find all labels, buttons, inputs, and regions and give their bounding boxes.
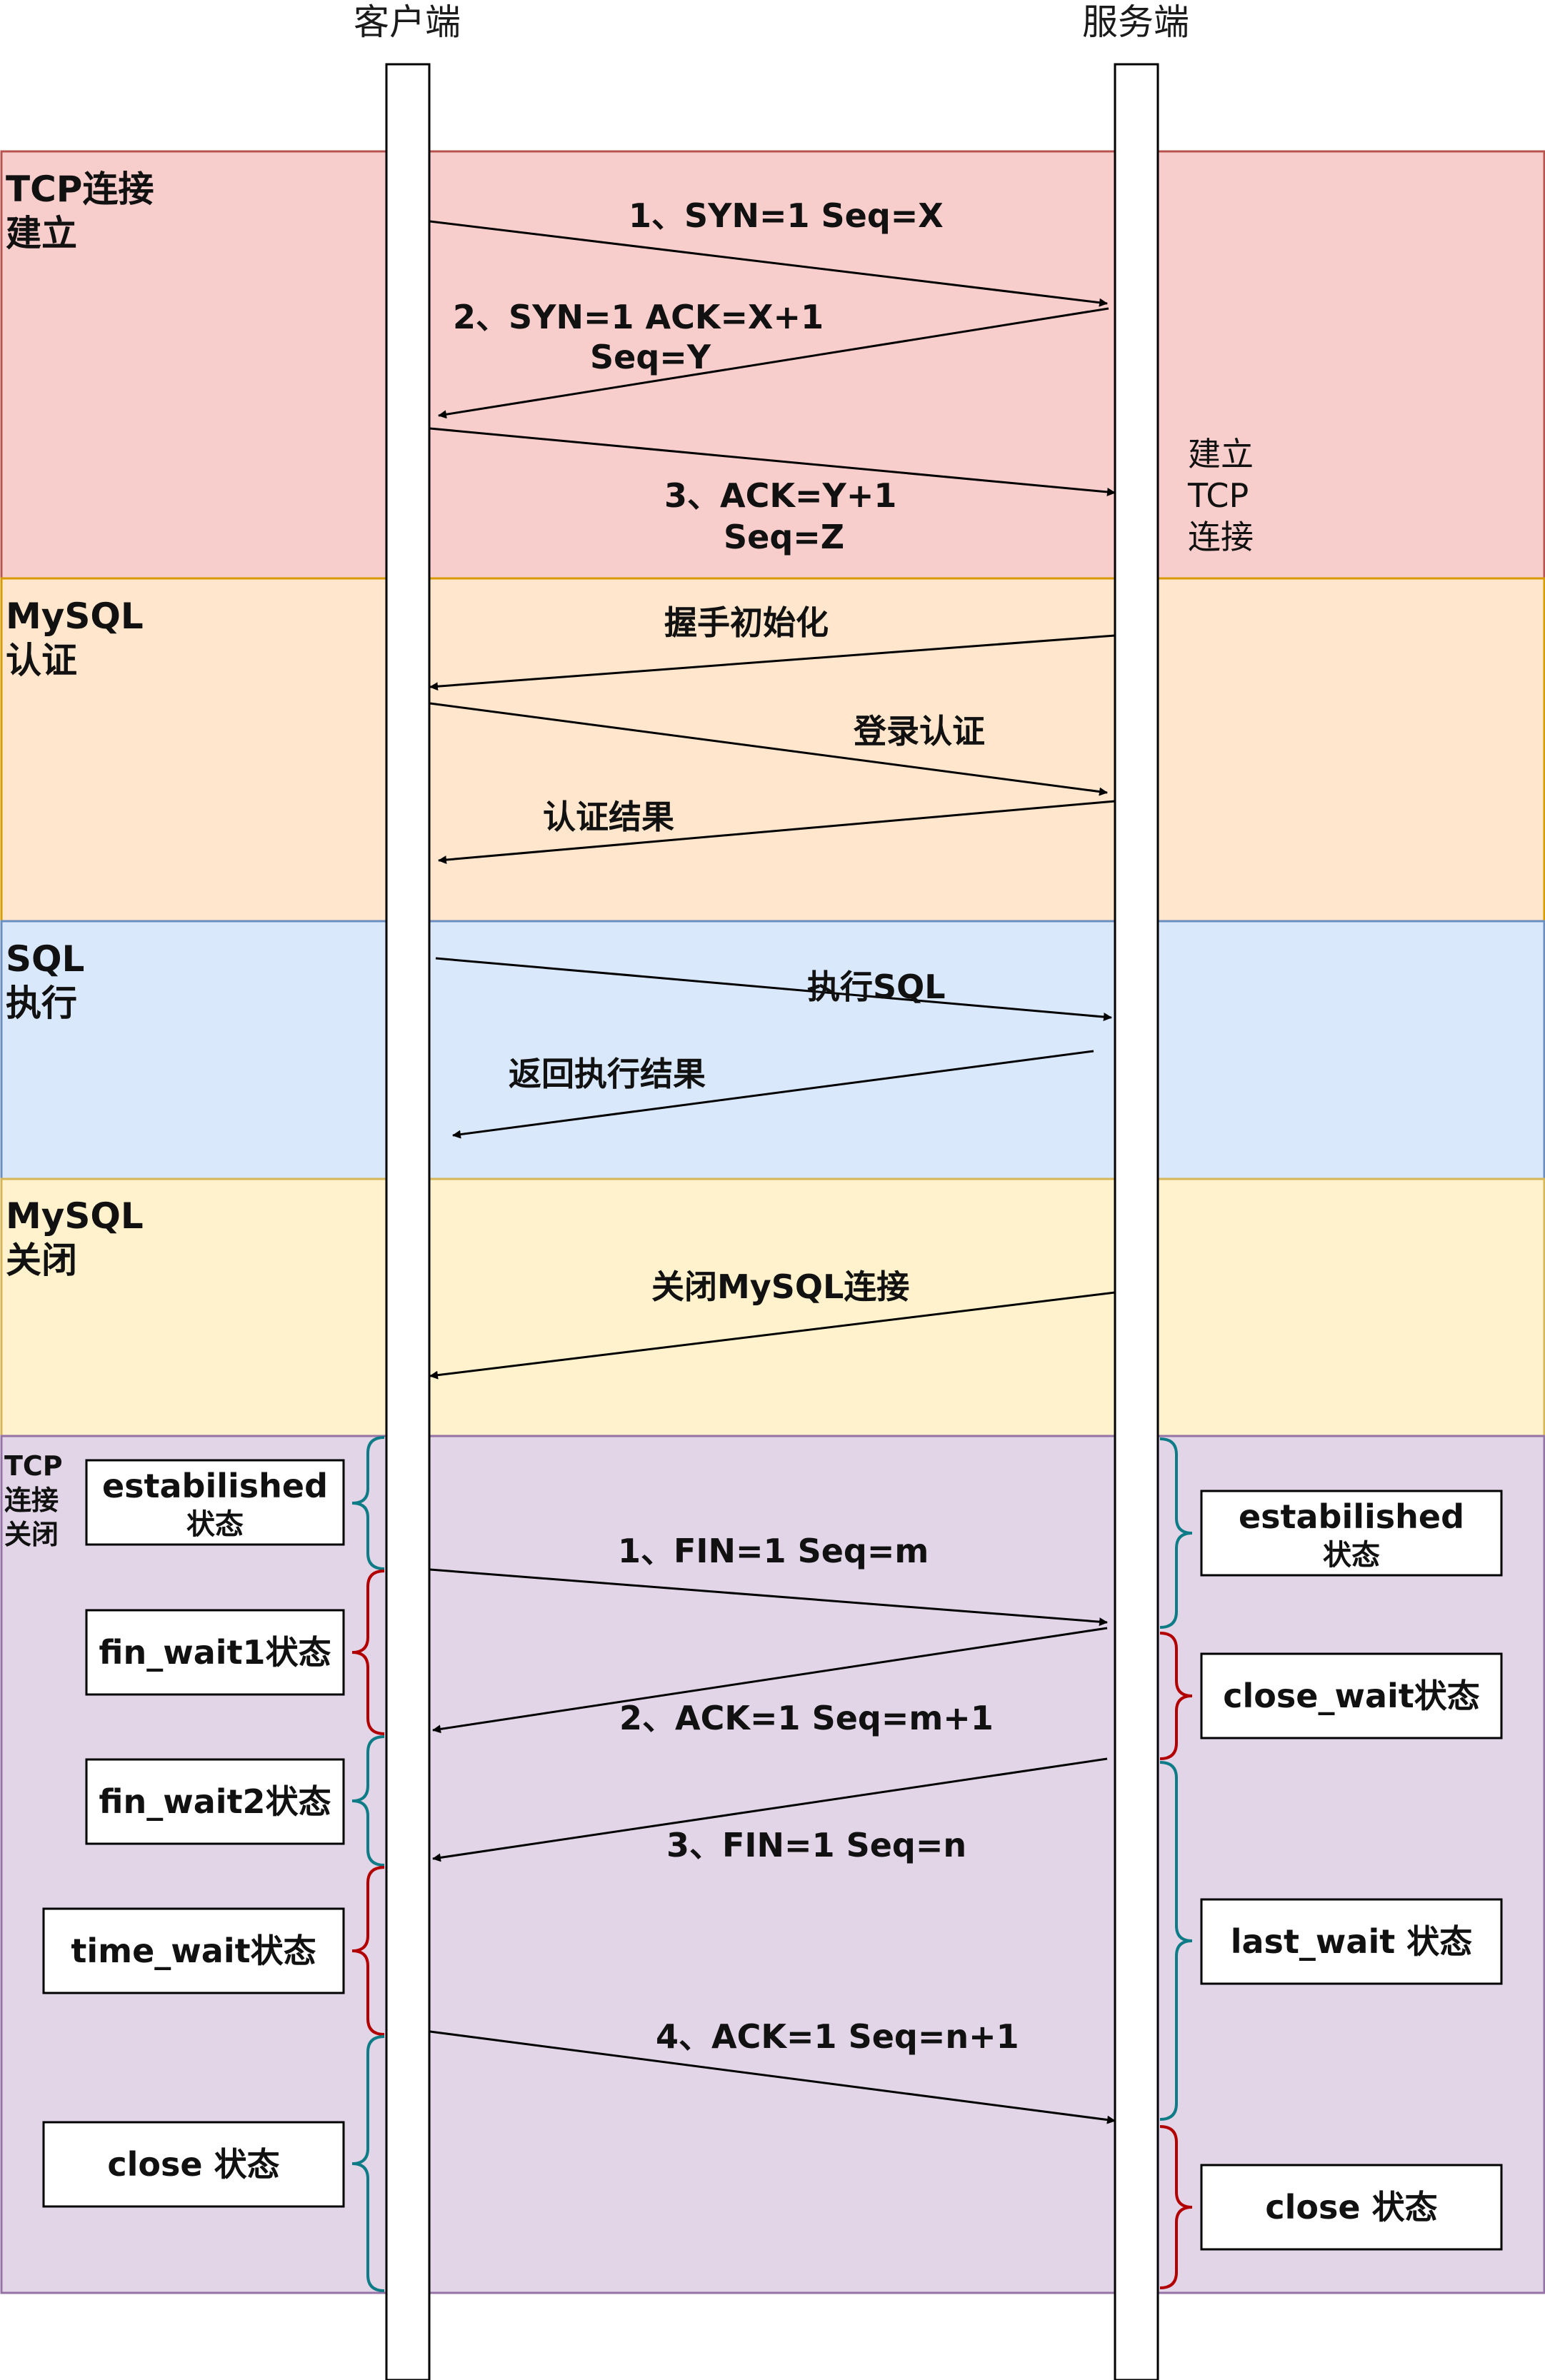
server-state-established: estabilished 状态 — [1200, 1490, 1503, 1577]
brace-client-established — [351, 1436, 385, 1570]
band-title-line2: 连接 — [4, 1485, 59, 1516]
client-state-braces — [351, 1436, 385, 2292]
server-state-last-wait: last_wait 状态 — [1200, 1898, 1503, 1985]
client-state-time-wait: time_wait状态 — [42, 1907, 345, 1994]
band-title-line3: 关闭 — [4, 1519, 59, 1550]
state-label: close_wait状态 — [1223, 1677, 1480, 1715]
message-label: 登录认证 — [853, 712, 985, 750]
message-exec-sql: 执行SQL — [435, 957, 1112, 1022]
server-note-establish: 建立 TCP 连接 — [1187, 435, 1254, 556]
message-label-line1: 2、SYN=1 ACK=X+1 — [453, 298, 824, 336]
message-label: 1、FIN=1 Seq=m — [618, 1532, 929, 1570]
message-label: 4、ACK=1 Seq=n+1 — [656, 2017, 1019, 2056]
band-tcp-connect: TCP连接 建立 — [0, 150, 1545, 580]
note-line2: TCP — [1187, 476, 1249, 515]
band-title-line2: 认证 — [6, 640, 77, 681]
message-fin1: 1、FIN=1 Seq=m — [429, 1532, 1108, 1627]
message-label: 认证结果 — [543, 798, 674, 836]
brace-client-time-wait — [351, 1866, 385, 2036]
server-lifeline — [1114, 63, 1159, 2380]
state-label-line1: estabilished — [1239, 1497, 1464, 1536]
server-state-close: close 状态 — [1200, 2164, 1503, 2251]
band-title-line1: TCP — [4, 1450, 63, 1482]
message-label: 执行SQL — [807, 968, 946, 1006]
brace-server-close-wait — [1159, 1632, 1193, 1760]
state-label: fin_wait2状态 — [99, 1782, 331, 1821]
brace-client-fin-wait1 — [351, 1570, 385, 1735]
state-label: time_wait状态 — [71, 1932, 316, 1970]
state-label: last_wait 状态 — [1231, 1922, 1473, 1961]
message-return-result: 返回执行结果 — [452, 1050, 1094, 1139]
state-label: fin_wait1状态 — [99, 1633, 331, 1672]
message-label: 2、ACK=1 Seq=m+1 — [619, 1699, 994, 1737]
state-label: close 状态 — [1265, 2188, 1437, 2226]
server-state-close-wait: close_wait状态 — [1200, 1652, 1503, 1739]
band-mysql-close: MySQL 关闭 — [0, 1178, 1545, 1437]
brace-client-fin-wait2 — [351, 1735, 385, 1867]
band-title-line1: TCP连接 — [6, 169, 154, 210]
brace-client-close — [351, 2035, 385, 2292]
band-title-line2: 执行 — [6, 983, 77, 1024]
message-label: 返回执行结果 — [509, 1055, 706, 1093]
message-close-mysql: 关闭MySQL连接 — [429, 1267, 1116, 1380]
state-label-line1: estabilished — [102, 1467, 328, 1505]
state-label-line2: 状态 — [186, 1508, 244, 1541]
message-label-line2: Seq=Z — [724, 518, 844, 556]
message-syn: 1、SYN=1 Seq=X — [429, 196, 1108, 307]
state-label: close 状态 — [107, 2145, 279, 2184]
note-line3: 连接 — [1188, 518, 1254, 556]
message-ack: 3、ACK=Y+1 Seq=Z — [429, 427, 1116, 556]
band-title-line2: 建立 — [6, 213, 77, 254]
message-ack2: 2、ACK=1 Seq=m+1 — [432, 1627, 1108, 1737]
band-title-line1: MySQL — [6, 596, 144, 637]
server-state-braces — [1159, 1437, 1193, 2289]
band-sql-exec: SQL 执行 — [0, 920, 1545, 1180]
message-label-line2: Seq=Y — [590, 338, 711, 376]
message-label: 1、SYN=1 Seq=X — [629, 196, 944, 235]
message-label: 3、FIN=1 Seq=n — [666, 1826, 966, 1864]
band-title-line2: 关闭 — [6, 1240, 77, 1281]
message-syn-ack: 2、SYN=1 ACK=X+1 Seq=Y — [438, 298, 1109, 419]
client-state-established: estabilished 状态 — [85, 1459, 345, 1546]
band-title-line1: MySQL — [6, 1195, 144, 1237]
message-handshake-init: 握手初始化 — [429, 603, 1116, 691]
message-ack4: 4、ACK=1 Seq=n+1 — [429, 2017, 1116, 2124]
brace-server-last-wait — [1159, 1761, 1193, 2121]
message-fin3: 3、FIN=1 Seq=n — [432, 1757, 1108, 1864]
message-label: 握手初始化 — [664, 603, 829, 642]
note-line1: 建立 — [1188, 435, 1254, 473]
client-state-fin-wait1: fin_wait1状态 — [85, 1609, 345, 1696]
message-auth-result: 认证结果 — [438, 798, 1116, 865]
band-mysql-auth: MySQL 认证 — [0, 577, 1545, 923]
message-login-auth: 登录认证 — [429, 702, 1108, 796]
server-header: 服务端 — [1082, 1, 1189, 43]
brace-server-close — [1159, 2125, 1193, 2289]
band-title-line1: SQL — [6, 938, 84, 980]
client-header: 客户端 — [354, 1, 461, 43]
message-label-line1: 3、ACK=Y+1 — [664, 476, 896, 515]
message-label: 关闭MySQL连接 — [651, 1267, 909, 1306]
state-label-line2: 状态 — [1323, 1539, 1380, 1572]
brace-server-established — [1159, 1437, 1193, 1629]
client-lifeline — [385, 63, 431, 2380]
client-state-close: close 状态 — [42, 2121, 345, 2208]
client-state-fin-wait2: fin_wait2状态 — [85, 1758, 345, 1845]
